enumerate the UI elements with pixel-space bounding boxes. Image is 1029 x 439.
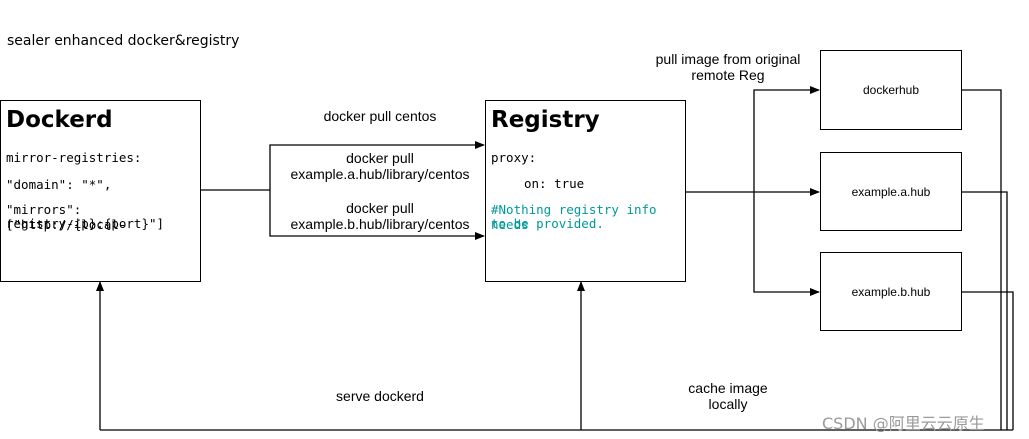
example-a-hub-label: example.a.hub [851, 185, 931, 199]
cache-image-label-line2: locally [708, 396, 748, 412]
pull-a-label-line2: example.a.hub/library/centos [290, 166, 470, 182]
dockerd-heading: Dockerd [6, 107, 113, 133]
pull-b-arrow [269, 190, 485, 240]
dockerhub-box: dockerhub [820, 50, 962, 130]
registry-comment-line1: #Nothing registry info needs [491, 202, 657, 232]
dockerd-box: Dockerd mirror-registries: "domain": "*"… [0, 100, 201, 282]
dockerd-mirrors-line1: "mirrors": ["http://{local- [6, 202, 127, 232]
pull-b-label-line2: example.b.hub/library/centos [290, 216, 470, 232]
to-example-b-arrow [753, 192, 820, 296]
cache-image-label-line1: cache image [688, 380, 768, 396]
example-b-hub-label: example.b.hub [851, 285, 931, 299]
diagram-title: sealer enhanced docker&registry [7, 33, 240, 49]
registry-proxy-on: on: true [524, 176, 585, 191]
pull-b-label: docker pull example.b.hub/library/centos [282, 200, 478, 232]
pull-centos-label: docker pull centos [323, 108, 437, 124]
csdn-watermark: CSDN @阿里云云原生 [822, 414, 985, 433]
pull-a-arrow [269, 141, 485, 190]
serve-dockerd-label: serve dockerd [336, 388, 424, 404]
registry-proxy: proxy: [491, 150, 537, 165]
example-a-hub-box: example.a.hub [820, 152, 962, 231]
pull-a-label-line1: docker pull [346, 150, 414, 166]
pull-remote-label-line1: pull image from original [655, 51, 801, 67]
pull-remote-label: pull image from original remote Reg [642, 51, 814, 83]
pull-b-label-line1: docker pull [346, 200, 414, 216]
registry-box: Registry proxy: on: true #Nothing regist… [485, 100, 686, 282]
pull-remote-label-line2: remote Reg [691, 67, 765, 83]
dockerd-mirror-registries: mirror-registries: [6, 150, 142, 165]
registry-heading: Registry [491, 107, 600, 133]
to-dockerhub-arrow [753, 86, 820, 192]
example-b-hub-box: example.b.hub [820, 252, 962, 331]
return-dockerhub-line [961, 89, 1002, 430]
registry-comment-line2: to be provided. [491, 216, 604, 231]
cache-image-label: cache image locally [668, 380, 788, 412]
dockerd-mirrors-line2: registry-ip}:{port}"] [6, 216, 165, 231]
return-example-b-line [961, 291, 1014, 430]
dockerhub-label: dockerhub [862, 83, 920, 97]
return-example-a-line [961, 191, 1008, 430]
pull-a-label: docker pull example.a.hub/library/centos [282, 150, 478, 182]
dockerd-domain: "domain": "*", [6, 177, 112, 192]
